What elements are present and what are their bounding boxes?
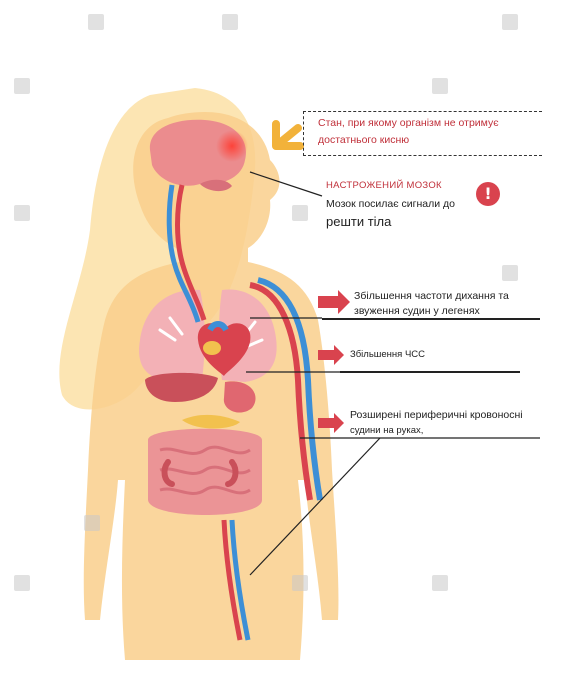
watermark-icon — [84, 515, 100, 531]
heart-rate-label: Збільшення ЧСС — [350, 349, 425, 361]
watermark-icon — [502, 14, 518, 30]
breathing-line1: Збільшення частоти дихання та — [354, 290, 509, 303]
orange-arrow — [276, 124, 300, 146]
watermark-icon — [222, 14, 238, 30]
stressed-brain-line1: Мозок посилає сигнали до — [326, 198, 455, 211]
watermark-icon — [432, 575, 448, 591]
watermark-icon — [88, 14, 104, 30]
oxygen-state-line2: достатнього кисню — [318, 134, 409, 147]
watermark-icon — [292, 575, 308, 591]
brain-glow — [216, 130, 248, 162]
watermark-icon — [292, 205, 308, 221]
stressed-brain-line2: решти тіла — [326, 214, 391, 230]
peripheral-line2: судини на руках, — [350, 425, 423, 437]
watermark-icon — [502, 265, 518, 281]
stressed-brain-title: НАСТРОЖЕНИЙ МОЗОК — [326, 180, 442, 192]
breathing-underline — [322, 318, 540, 320]
alert-icon: ! — [476, 182, 500, 206]
peripheral-line1: Розширені периферичні кровоносні — [350, 409, 523, 422]
oxygen-state-line1: Стан, при якому організм не отримує — [318, 117, 499, 130]
watermark-icon — [432, 78, 448, 94]
breathing-line2: звуження судин у легенях — [354, 305, 480, 318]
watermark-icon — [14, 78, 30, 94]
red-arrow-breathing — [318, 290, 350, 314]
watermark-icon — [14, 205, 30, 221]
heart-rate-underline — [340, 371, 520, 373]
watermark-icon — [14, 575, 30, 591]
